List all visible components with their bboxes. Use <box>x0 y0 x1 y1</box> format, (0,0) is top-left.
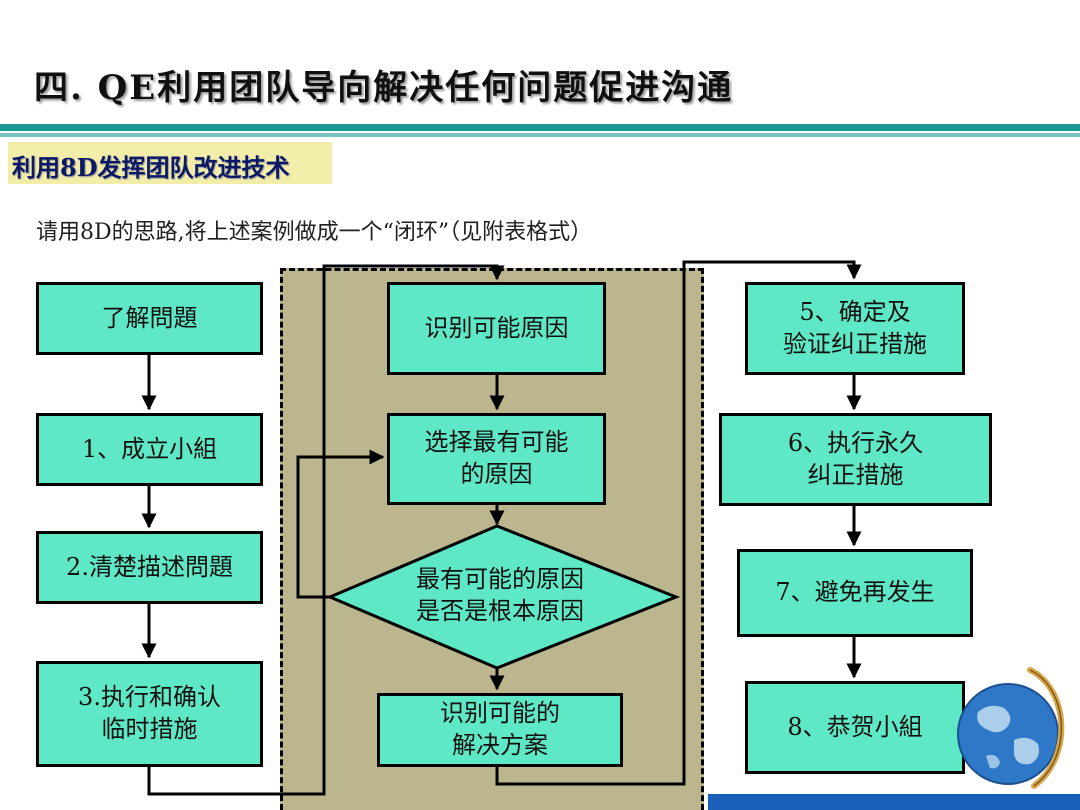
step-6-permanent-corrective: 6、执行永久 纠正措施 <box>719 413 992 506</box>
step-label: 识别可能的 <box>440 699 560 728</box>
step-label: 的原因 <box>460 460 533 488</box>
step-label: 7、避免再发生 <box>775 578 935 607</box>
step-understand-problem: 了解問題 <box>36 282 263 355</box>
decision-diamond <box>326 524 681 670</box>
step-identify-causes: 识别可能原因 <box>387 282 606 375</box>
step-label: 8、恭贺小組 <box>787 712 923 741</box>
step-label: 选择最有可能 <box>424 428 569 457</box>
step-label: 2.清楚 <box>66 552 137 581</box>
step-8-congratulate-team: 8、恭贺小組 <box>745 681 965 774</box>
decision-root-cause: 最有可能的原因 是否是根本原因 <box>380 564 620 627</box>
step-label: 识别可能原因 <box>424 313 569 342</box>
step-select-likely-cause: 选择最有可能 的原因 <box>387 413 606 505</box>
step-label: 6、执行永久 <box>787 428 924 457</box>
step-label: 5、确定及 <box>799 297 911 326</box>
subtitle-highlight <box>8 142 332 184</box>
globe-icon <box>957 667 1065 789</box>
step-label: 描述問題 <box>136 552 233 581</box>
slide-title: 四. QE利用团队导向解决任何问题促进沟通 <box>34 68 734 108</box>
step-label: 解决方案 <box>452 731 548 759</box>
decision-label: 是否是根本原因 <box>416 596 584 625</box>
step-5-verify-corrective: 5、确定及 验证纠正措施 <box>745 282 965 375</box>
instruction-text: 请用8D的思路,将上述案例做成一个“闭环”（见附表格式） <box>36 220 593 245</box>
step-label: 验证纠正措施 <box>783 329 927 358</box>
connector-left-to-middle <box>147 264 505 796</box>
step-label: 3.执行和确认 <box>78 683 221 712</box>
title-divider-light <box>0 133 1080 137</box>
step-label: 1、成立小組 <box>81 434 218 463</box>
step-2-describe-problem: 2.清楚 描述問題 <box>36 531 263 604</box>
step-1-form-team: 1、成立小組 <box>36 413 263 486</box>
step-label: 纠正措施 <box>807 460 904 489</box>
connector-middle-to-right <box>495 260 862 786</box>
slide-subtitle: 利用8D发挥团队改进技术 <box>12 153 290 182</box>
step-identify-solutions: 识别可能的 解决方案 <box>377 693 623 767</box>
step-label: 临时措施 <box>101 715 198 743</box>
decision-label: 最有可能的原因 <box>416 565 584 593</box>
title-divider <box>0 124 1080 131</box>
connector-feedback-loop <box>296 449 385 599</box>
step-7-prevent-recurrence: 7、避免再发生 <box>737 549 973 637</box>
step-3-interim-actions: 3.执行和确认 临时措施 <box>36 661 263 767</box>
footer-strip <box>708 794 1080 810</box>
step-label: 了解問題 <box>101 303 198 332</box>
